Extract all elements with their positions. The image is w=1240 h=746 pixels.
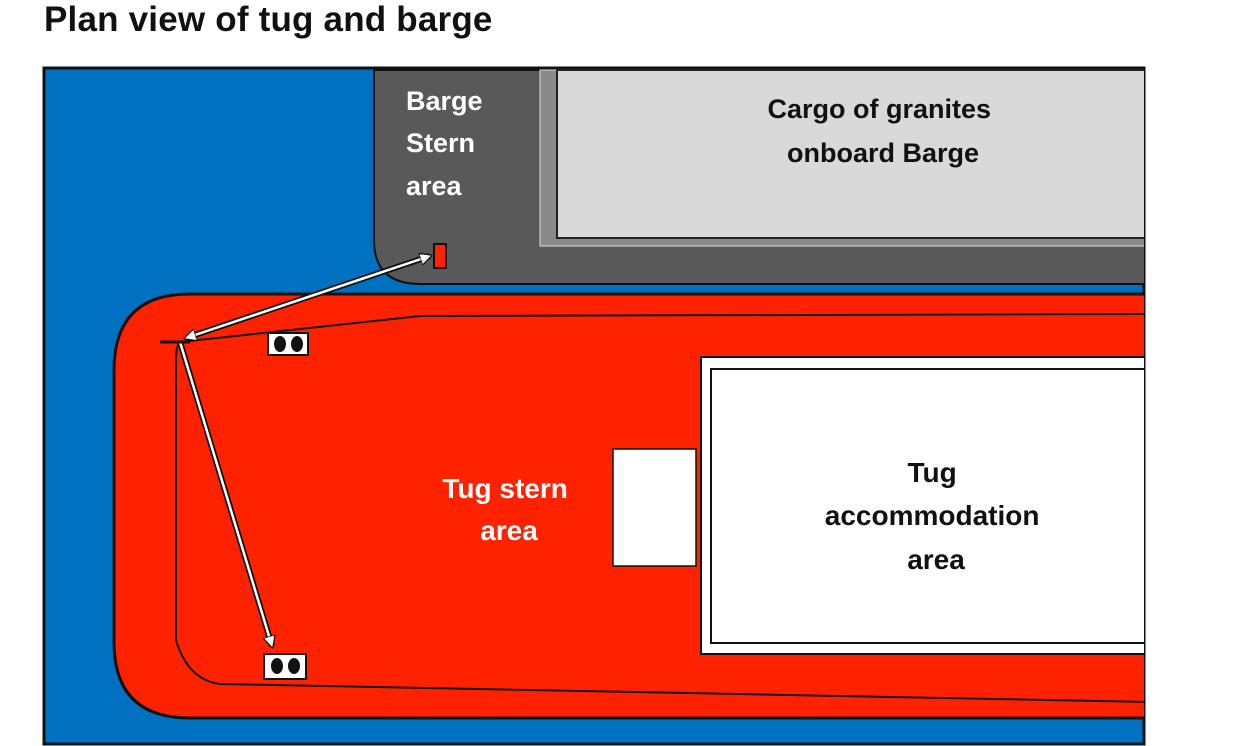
towing-line-tug-to-bollard xyxy=(177,341,272,646)
page-title: Plan view of tug and barge xyxy=(44,0,493,39)
tug-accommodation-label: Tug accommodation area xyxy=(825,457,1047,575)
cargo-label: Cargo of granites onboard Barge xyxy=(767,94,998,168)
tug-accommodation-inner xyxy=(710,368,1144,644)
double-bitt-bollard-icon xyxy=(263,653,307,680)
cargo-hold-inner xyxy=(556,69,1144,239)
red-pad-eye-icon xyxy=(433,243,447,269)
towing-line-barge-to-tug xyxy=(186,256,430,338)
tug-stern-label: Tug stern area xyxy=(442,473,575,546)
double-bitt-bollard-icon xyxy=(267,332,309,356)
tug-deck-hatch xyxy=(612,448,697,567)
barge-stern-label: Barge Stern area xyxy=(406,86,490,201)
